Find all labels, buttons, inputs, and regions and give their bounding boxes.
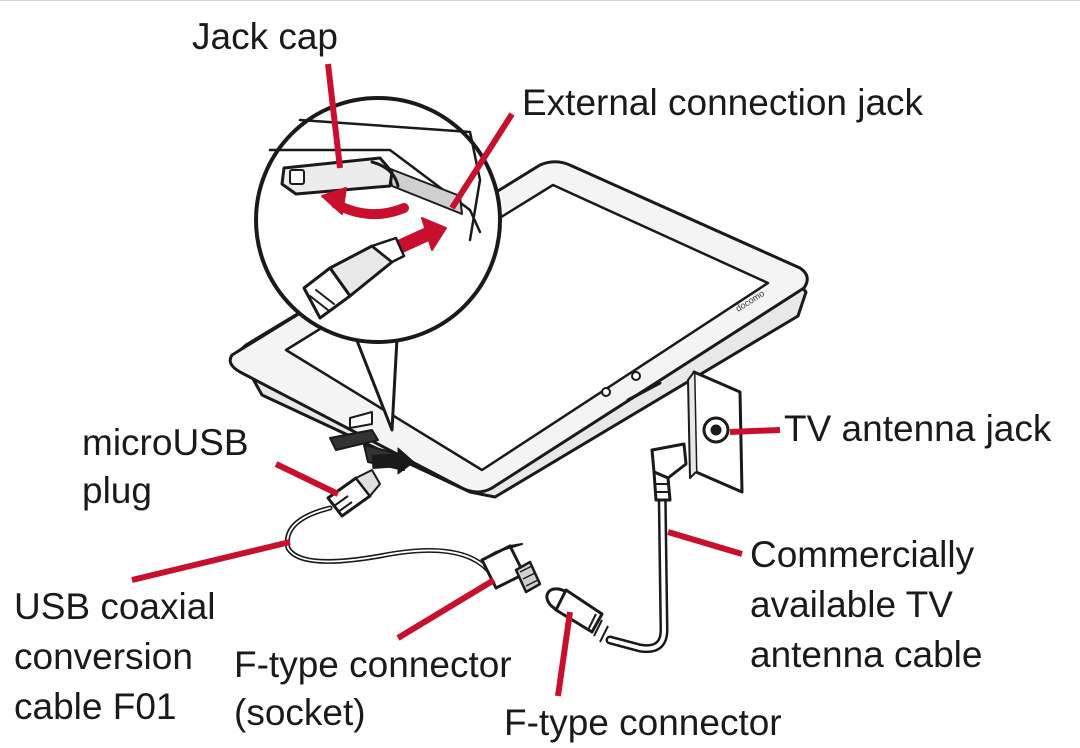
device-jack-cap [329, 429, 379, 451]
rotate-arrow-head [321, 187, 347, 215]
label-tv-antenna-cable-line1: Commercially [750, 534, 975, 575]
insert-arrow-head [421, 217, 447, 251]
callout-pointer [350, 318, 400, 432]
leader-f-socket [396, 577, 496, 641]
label-microusb-plug-line2: plug [82, 470, 152, 511]
f-plug-body [554, 588, 604, 634]
angle-plug-head [650, 442, 688, 480]
label-microusb-plug-line1: microUSB [82, 422, 249, 463]
f-socket-top [481, 543, 523, 561]
front-button-1 [601, 387, 611, 397]
leader-tv-antenna-jack [729, 427, 781, 435]
callout-cap-hinge [370, 160, 400, 188]
label-tv-antenna-cable-line2: available TV [750, 584, 953, 625]
callout-circle [254, 96, 502, 344]
leader-lines [131, 63, 781, 697]
wall-plate-side [687, 371, 697, 479]
callout-usb-tip [370, 236, 406, 264]
plug-insert-arrow-head [397, 447, 415, 475]
tv-antenna-cable-inner [608, 482, 667, 651]
leader-microusb-plug [274, 461, 340, 497]
label-external-connection-jack: External connection jack [522, 82, 924, 123]
usb-coaxial-cable-inner [286, 507, 489, 571]
label-jack-cap: Jack cap [192, 16, 339, 57]
leader-tv-antenna-cable [667, 529, 743, 557]
wall-plate [687, 370, 744, 494]
callout-usb-boot [302, 266, 352, 320]
antenna-angle-plug [650, 442, 688, 502]
leader-usb-coaxial [131, 539, 291, 583]
top-rule [0, 0, 1080, 1]
callout-device-rim [268, 148, 482, 234]
label-tv-antenna-cable-line3: antenna cable [750, 634, 983, 675]
device-port-slot [349, 411, 373, 429]
label-tv-antenna-jack: TV antenna jack [784, 408, 1052, 449]
label-usb-coaxial-line3: cable F01 [14, 686, 177, 727]
microusb-plug-tip [355, 469, 381, 497]
label-f-type-socket-line2: (socket) [234, 692, 366, 733]
front-button-2 [631, 371, 641, 381]
label-usb-coaxial-line2: conversion [14, 636, 193, 677]
callout-jack-cap [280, 156, 394, 196]
cables [284, 479, 669, 654]
microusb-plug-ridges [333, 495, 353, 513]
label-usb-coaxial-line1: USB coaxial [14, 586, 216, 627]
f-type-plug [545, 587, 609, 643]
plug-insert-arrow-icon [371, 453, 403, 469]
label-f-type-connector: F-type connector [504, 702, 782, 743]
callout-usb-ridges [309, 289, 335, 311]
f-plug-ridges [587, 613, 609, 643]
angle-plug-ridges [656, 483, 668, 493]
side-button [626, 381, 662, 402]
f-type-socket [480, 543, 542, 594]
tv-antenna-cable-line [605, 479, 669, 654]
leader-f-connector [555, 611, 573, 697]
tablet-device: docomo [228, 160, 809, 499]
angle-plug-neck [652, 470, 672, 502]
label-f-type-socket-line1: F-type connector [234, 644, 512, 685]
callout-device-edge [298, 118, 482, 242]
magnifier-callout [254, 96, 502, 432]
microusb-plug [326, 447, 415, 518]
leader-jack-cap [325, 63, 343, 169]
callout-cap-slot [289, 169, 305, 185]
leader-external-jack [449, 112, 515, 210]
f-socket-thread-lines [519, 565, 539, 587]
tv-antenna-socket-core [710, 424, 722, 436]
